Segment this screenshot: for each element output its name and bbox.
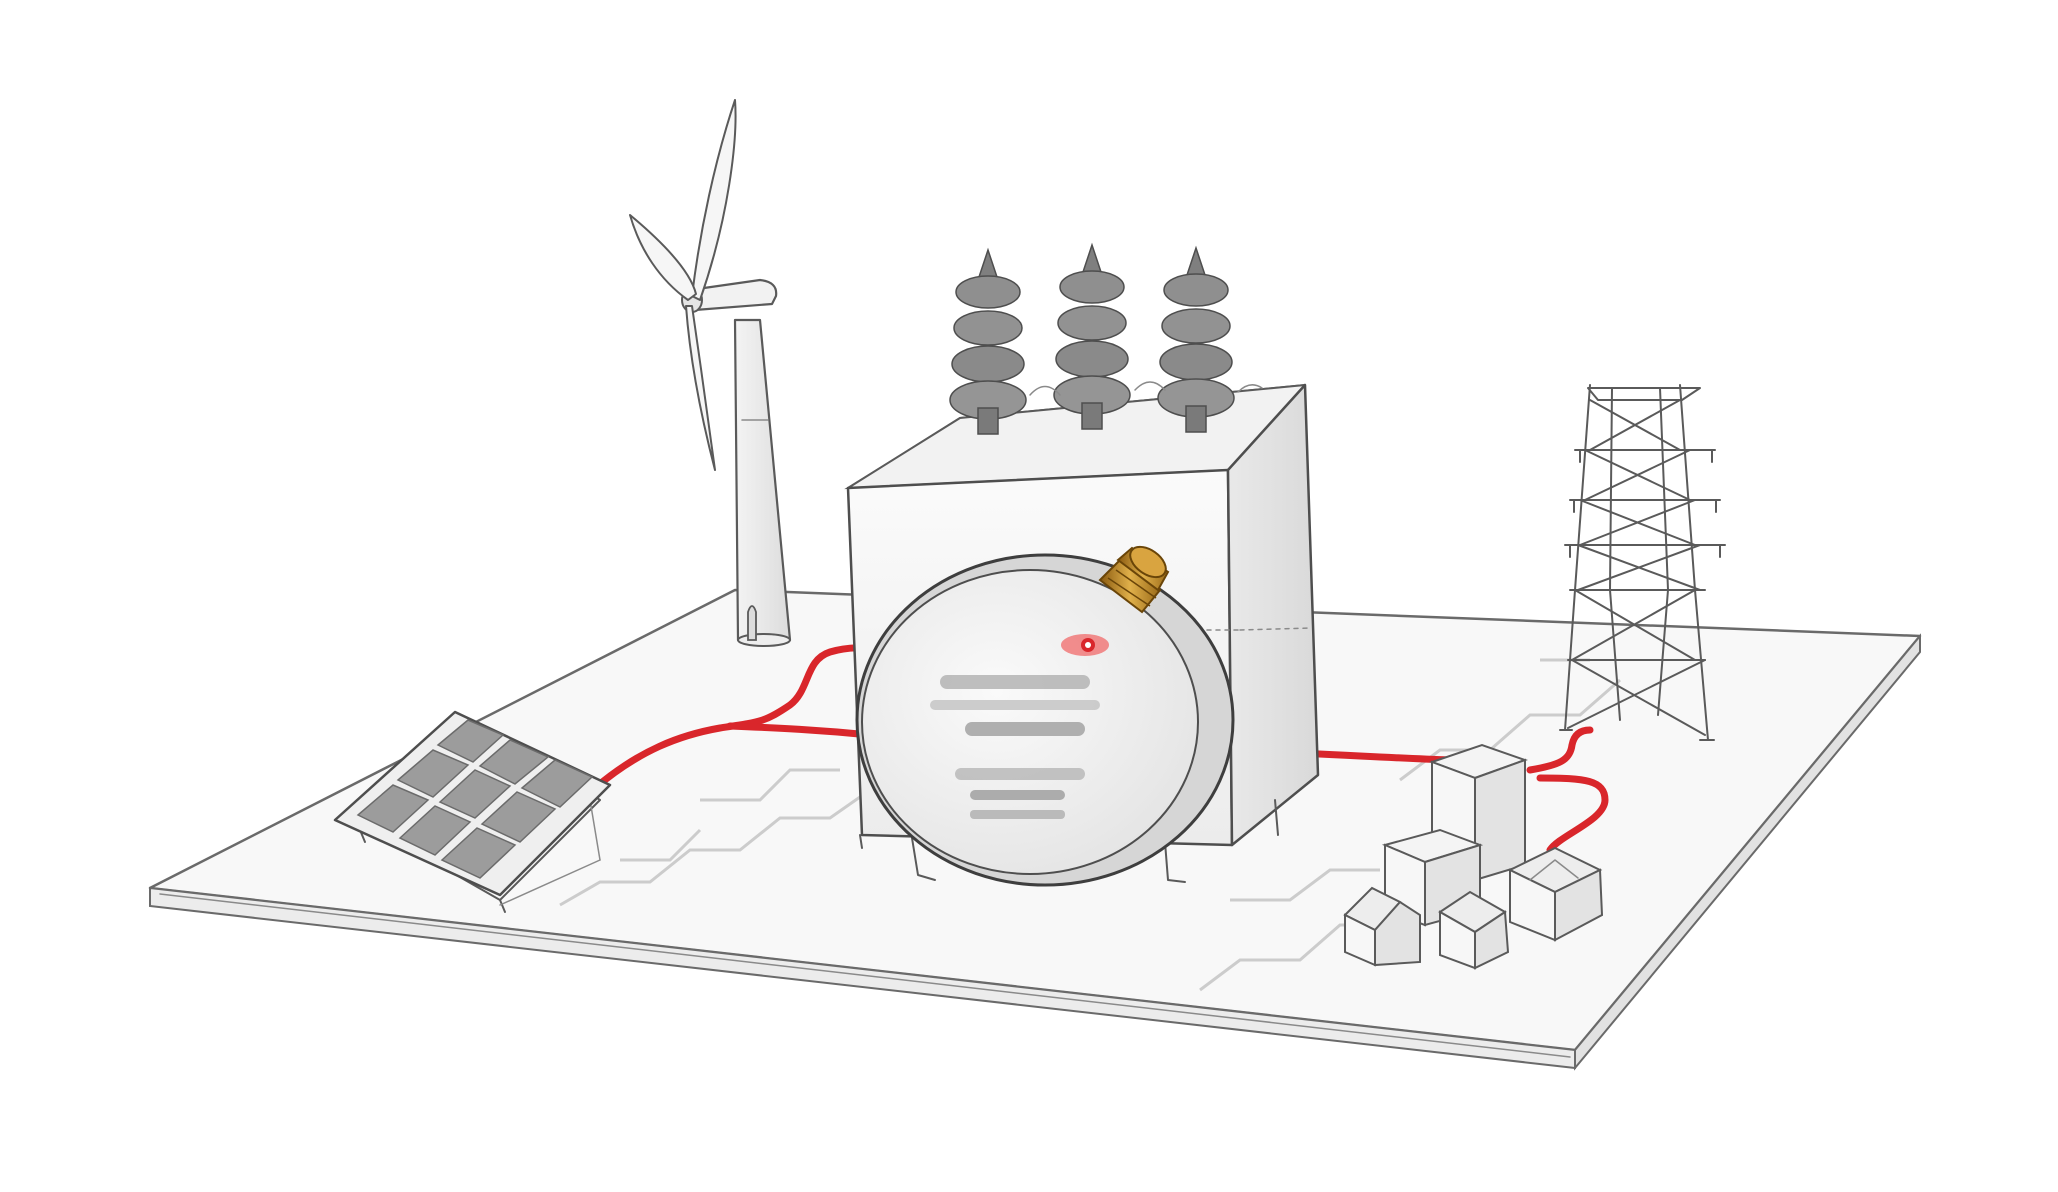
smart-meter-icon: [855, 545, 1235, 887]
meter-status-indicator: [1061, 634, 1109, 656]
transmission-tower-icon: [1559, 384, 1726, 741]
meter-connector: [1098, 545, 1170, 614]
wind-turbine-icon: [629, 99, 792, 647]
meter-display: [930, 675, 1100, 819]
houses-icon: [1343, 743, 1604, 970]
solar-panel-icon: [333, 710, 612, 913]
insulator-icon: [949, 242, 1263, 435]
